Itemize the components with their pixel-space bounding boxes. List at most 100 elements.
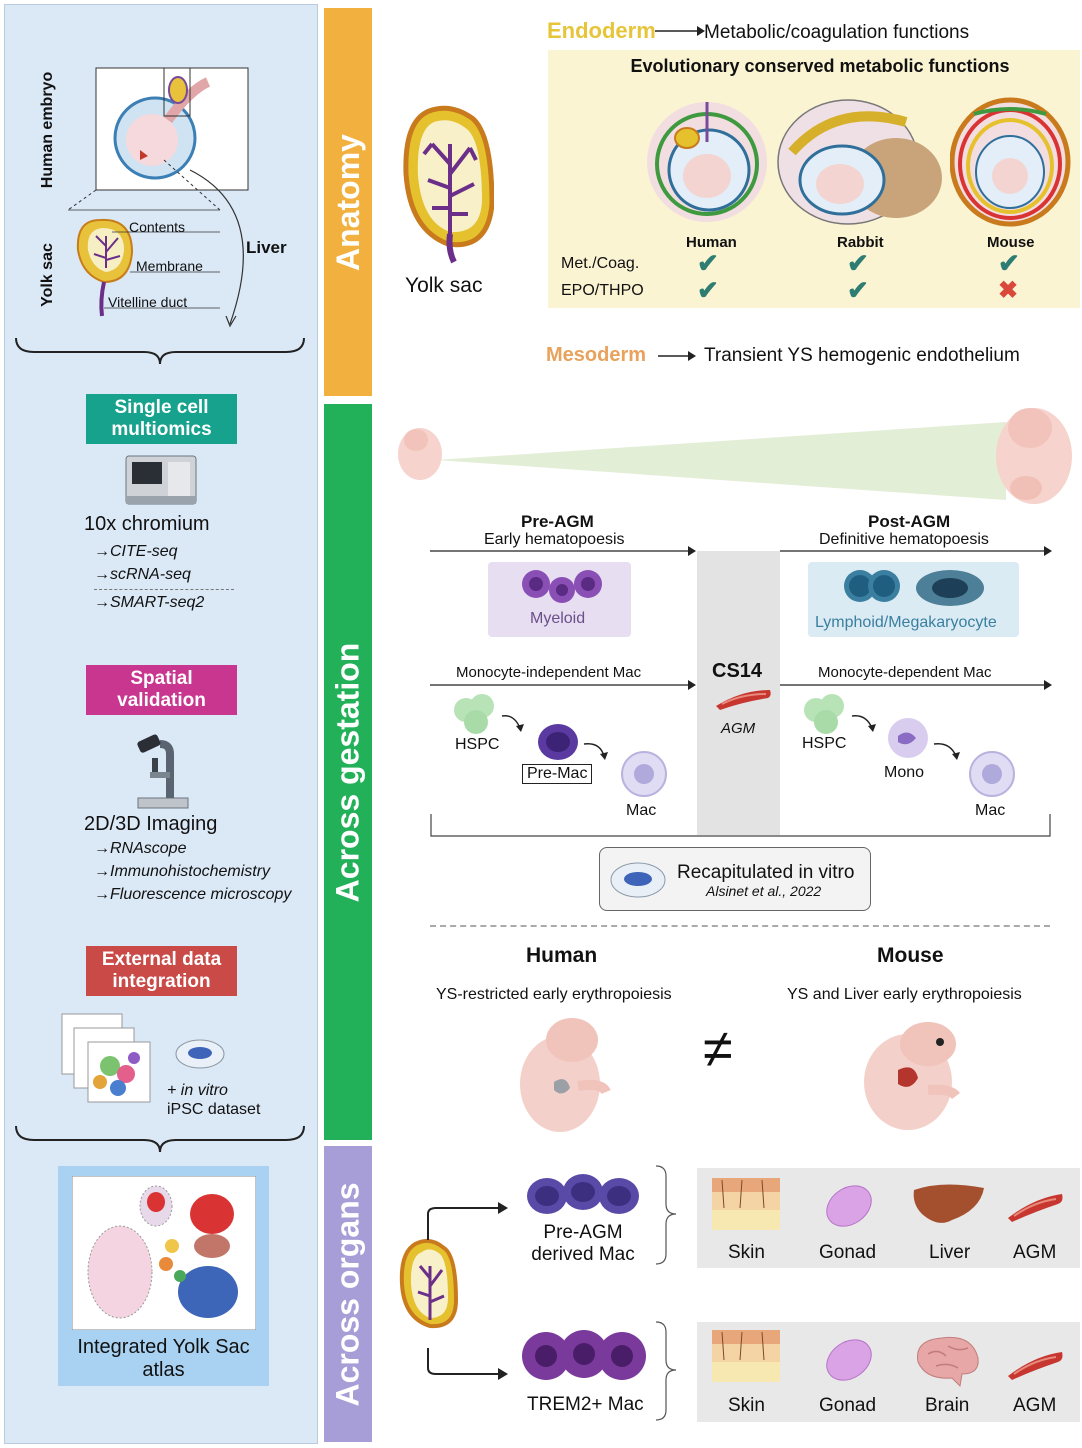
small-embryo-icon	[398, 428, 442, 480]
cross-icon: ✖	[998, 277, 1019, 304]
mouse-description: YS and Liver early erythropoiesis	[787, 986, 1022, 1003]
anatomy-band-label: Anatomy	[324, 8, 372, 396]
human-title: Human	[526, 944, 598, 967]
pre-agm-title: Pre-AGM	[521, 512, 594, 531]
mac-right-label: Mac	[975, 802, 1006, 819]
endoderm-arrow	[655, 26, 705, 36]
large-embryo-icon	[996, 408, 1072, 504]
lymphoid-megakaryocyte-icon	[844, 570, 984, 606]
pre-agm-mac-line1: Pre-AGM	[543, 1222, 623, 1243]
post-agm-subtitle: Definitive hematopoesis	[819, 531, 989, 548]
atlas-umap-figure	[72, 1176, 256, 1330]
brace-1	[15, 337, 305, 365]
imaging-label: 2D/3D Imaging	[84, 813, 218, 835]
method-smart-seq2: →SMART-seq2	[94, 594, 205, 611]
method-scrna-seq: →scRNA-seq	[94, 566, 191, 583]
monocyte-dependent-label: Monocyte-dependent Mac	[818, 664, 992, 681]
monocyte-independent-label: Monocyte-independent Mac	[456, 664, 642, 681]
species-box-title: Evolutionary conserved metabolic functio…	[630, 56, 1010, 76]
mouse-embryo-icon	[864, 1022, 960, 1130]
organ-skin-label-2: Skin	[728, 1395, 765, 1416]
organs-title: Across organs	[329, 1181, 366, 1407]
human-embryo-icon	[520, 1018, 611, 1132]
yolk-sac-caption: Yolk sac	[405, 274, 483, 297]
chromium-label: 10x chromium	[84, 513, 210, 535]
contents-label: Contents	[129, 219, 186, 235]
mouse-conceptus-illustration	[950, 97, 1071, 227]
section-divider	[430, 925, 1050, 927]
endoderm-description: Metabolic/coagulation functions	[704, 22, 970, 43]
gestation-band-label: Across gestation	[324, 404, 372, 1140]
anatomy-title: Anatomy	[329, 133, 366, 271]
check-icon: ✔	[697, 248, 719, 278]
lymphoid-box	[808, 562, 1019, 637]
mesoderm-label: Mesoderm	[546, 344, 647, 366]
hspc-icon	[454, 694, 494, 734]
organ-gonad-label: Gonad	[819, 1242, 877, 1263]
check-icon: ✔	[998, 248, 1020, 278]
pre-agm-mac-label: Pre-AGM derived Mac	[520, 1222, 646, 1266]
species-mouse: Mouse	[987, 234, 1035, 251]
rabbit-conceptus-illustration	[777, 99, 942, 225]
trem2-mac-cells-icon	[522, 1330, 646, 1380]
organ-liver-label: Liver	[929, 1242, 971, 1263]
organ-agm-label-2: AGM	[1013, 1395, 1057, 1416]
skin-icon	[712, 1178, 780, 1230]
row-met-coag-label: Met./Coag.	[561, 255, 640, 272]
invitro-label: + in vitro	[167, 1082, 228, 1100]
agm-label: AGM	[721, 720, 756, 737]
petri-dish-icon	[610, 862, 666, 898]
mac-left-label: Mac	[626, 802, 657, 819]
agm-vessel-icon	[716, 690, 771, 710]
hematopoiesis-arrows	[430, 546, 1052, 690]
liver-icon	[913, 1184, 984, 1223]
row-epo-thpo-label: EPO/THPO	[561, 282, 644, 299]
method-divider	[94, 589, 234, 590]
skin-icon	[712, 1330, 780, 1382]
yolk-sac-icon	[403, 105, 494, 264]
recapitulated-reference: Alsinet et al., 2022	[706, 883, 822, 899]
check-icon: ✔	[847, 248, 869, 278]
gonad-icon	[826, 1339, 872, 1381]
invitro-line1: + in vitro	[167, 1082, 228, 1099]
external-data-integration-tag: External data integration	[86, 946, 237, 996]
endoderm-label: Endoderm	[547, 18, 656, 43]
gestation-timeline-illustration	[398, 408, 1072, 504]
species-human: Human	[686, 234, 737, 251]
organs-band-label: Across organs	[324, 1146, 372, 1442]
pre-agm-mac-cells-icon	[527, 1174, 639, 1214]
organ-gonad-label-2: Gonad	[819, 1395, 877, 1416]
organs-branch-arrows	[427, 1202, 508, 1380]
gestation-title: Across gestation	[329, 642, 366, 902]
post-agm-title: Post-AGM	[868, 512, 951, 531]
pre-agm-mac-line2: derived Mac	[531, 1244, 635, 1265]
monocyte-dependent-pathway	[804, 694, 1015, 797]
hspc-right-label: HSPC	[802, 735, 847, 752]
atlas-title: Integrated Yolk Sac atlas	[77, 1336, 250, 1381]
external-umap-datasets-icon	[61, 1013, 151, 1103]
microscope-icon	[137, 734, 189, 809]
brace-2	[15, 1125, 305, 1153]
trem2-mac-label: TREM2+ Mac	[527, 1394, 644, 1415]
membrane-label: Membrane	[136, 258, 203, 274]
ipsc-dataset-label: iPSC dataset	[167, 1101, 261, 1118]
method-immunohistochemistry: →Immunohistochemistry	[94, 863, 271, 880]
not-equal-icon: ≠	[703, 1019, 733, 1079]
lymphoid-label: Lymphoid/Megakaryocyte	[815, 614, 997, 631]
monocyte-independent-pathway	[454, 694, 667, 797]
human-description: YS-restricted early erythropoiesis	[436, 986, 672, 1003]
human-embryo-label: Human embryo	[39, 71, 56, 189]
gestation-band	[324, 404, 372, 1140]
method-rnascope: →RNAscope	[94, 840, 187, 857]
gonad-icon	[826, 1185, 872, 1227]
embryo-yolk-sac-illustration	[67, 67, 249, 328]
method-cite-seq: →CITE-seq	[94, 543, 178, 560]
yolk-sac-side-label: Yolk sac	[39, 243, 56, 307]
agm-vessel-icon	[1008, 1352, 1063, 1380]
vitelline-duct-label: Vitelline duct	[108, 294, 188, 310]
petri-dish-icon	[175, 1039, 225, 1069]
organs-yolk-sac-icon	[399, 1238, 459, 1329]
liver-label: Liver	[246, 238, 287, 257]
pre-agm-subtitle: Early hematopoesis	[484, 531, 625, 548]
mono-label: Mono	[884, 764, 925, 781]
